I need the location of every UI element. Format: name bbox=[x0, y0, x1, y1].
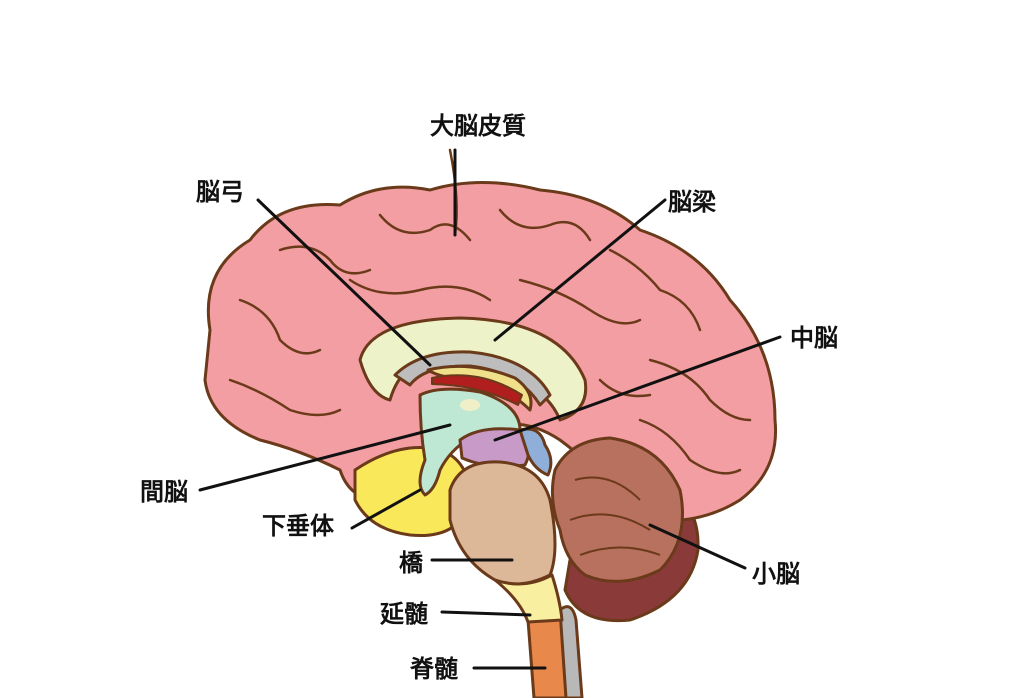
label-cerebral-cortex: 大脳皮質 bbox=[430, 112, 526, 140]
label-pons: 橋 bbox=[399, 549, 423, 577]
gyri bbox=[228, 148, 752, 475]
fornix-red bbox=[431, 374, 523, 406]
label-corpus-callosum: 脳梁 bbox=[668, 188, 716, 216]
label-midbrain: 中脳 bbox=[790, 324, 838, 352]
label-spinal-cord: 脊髄 bbox=[410, 655, 458, 683]
label-cerebellum: 小脳 bbox=[752, 560, 800, 588]
spinal-canal bbox=[558, 605, 584, 698]
diencephalon bbox=[418, 387, 522, 497]
cerebellum-folia bbox=[569, 476, 661, 556]
medulla bbox=[493, 573, 564, 624]
label-medulla: 延髄 bbox=[380, 600, 428, 628]
label-fornix: 脳弓 bbox=[196, 178, 244, 206]
label-pituitary: 下垂体 bbox=[262, 512, 334, 540]
aqueduct bbox=[518, 427, 553, 477]
pons bbox=[448, 460, 557, 586]
cerebellum bbox=[550, 436, 684, 583]
label-diencephalon: 間脳 bbox=[140, 478, 188, 506]
leader-lines bbox=[198, 148, 782, 670]
